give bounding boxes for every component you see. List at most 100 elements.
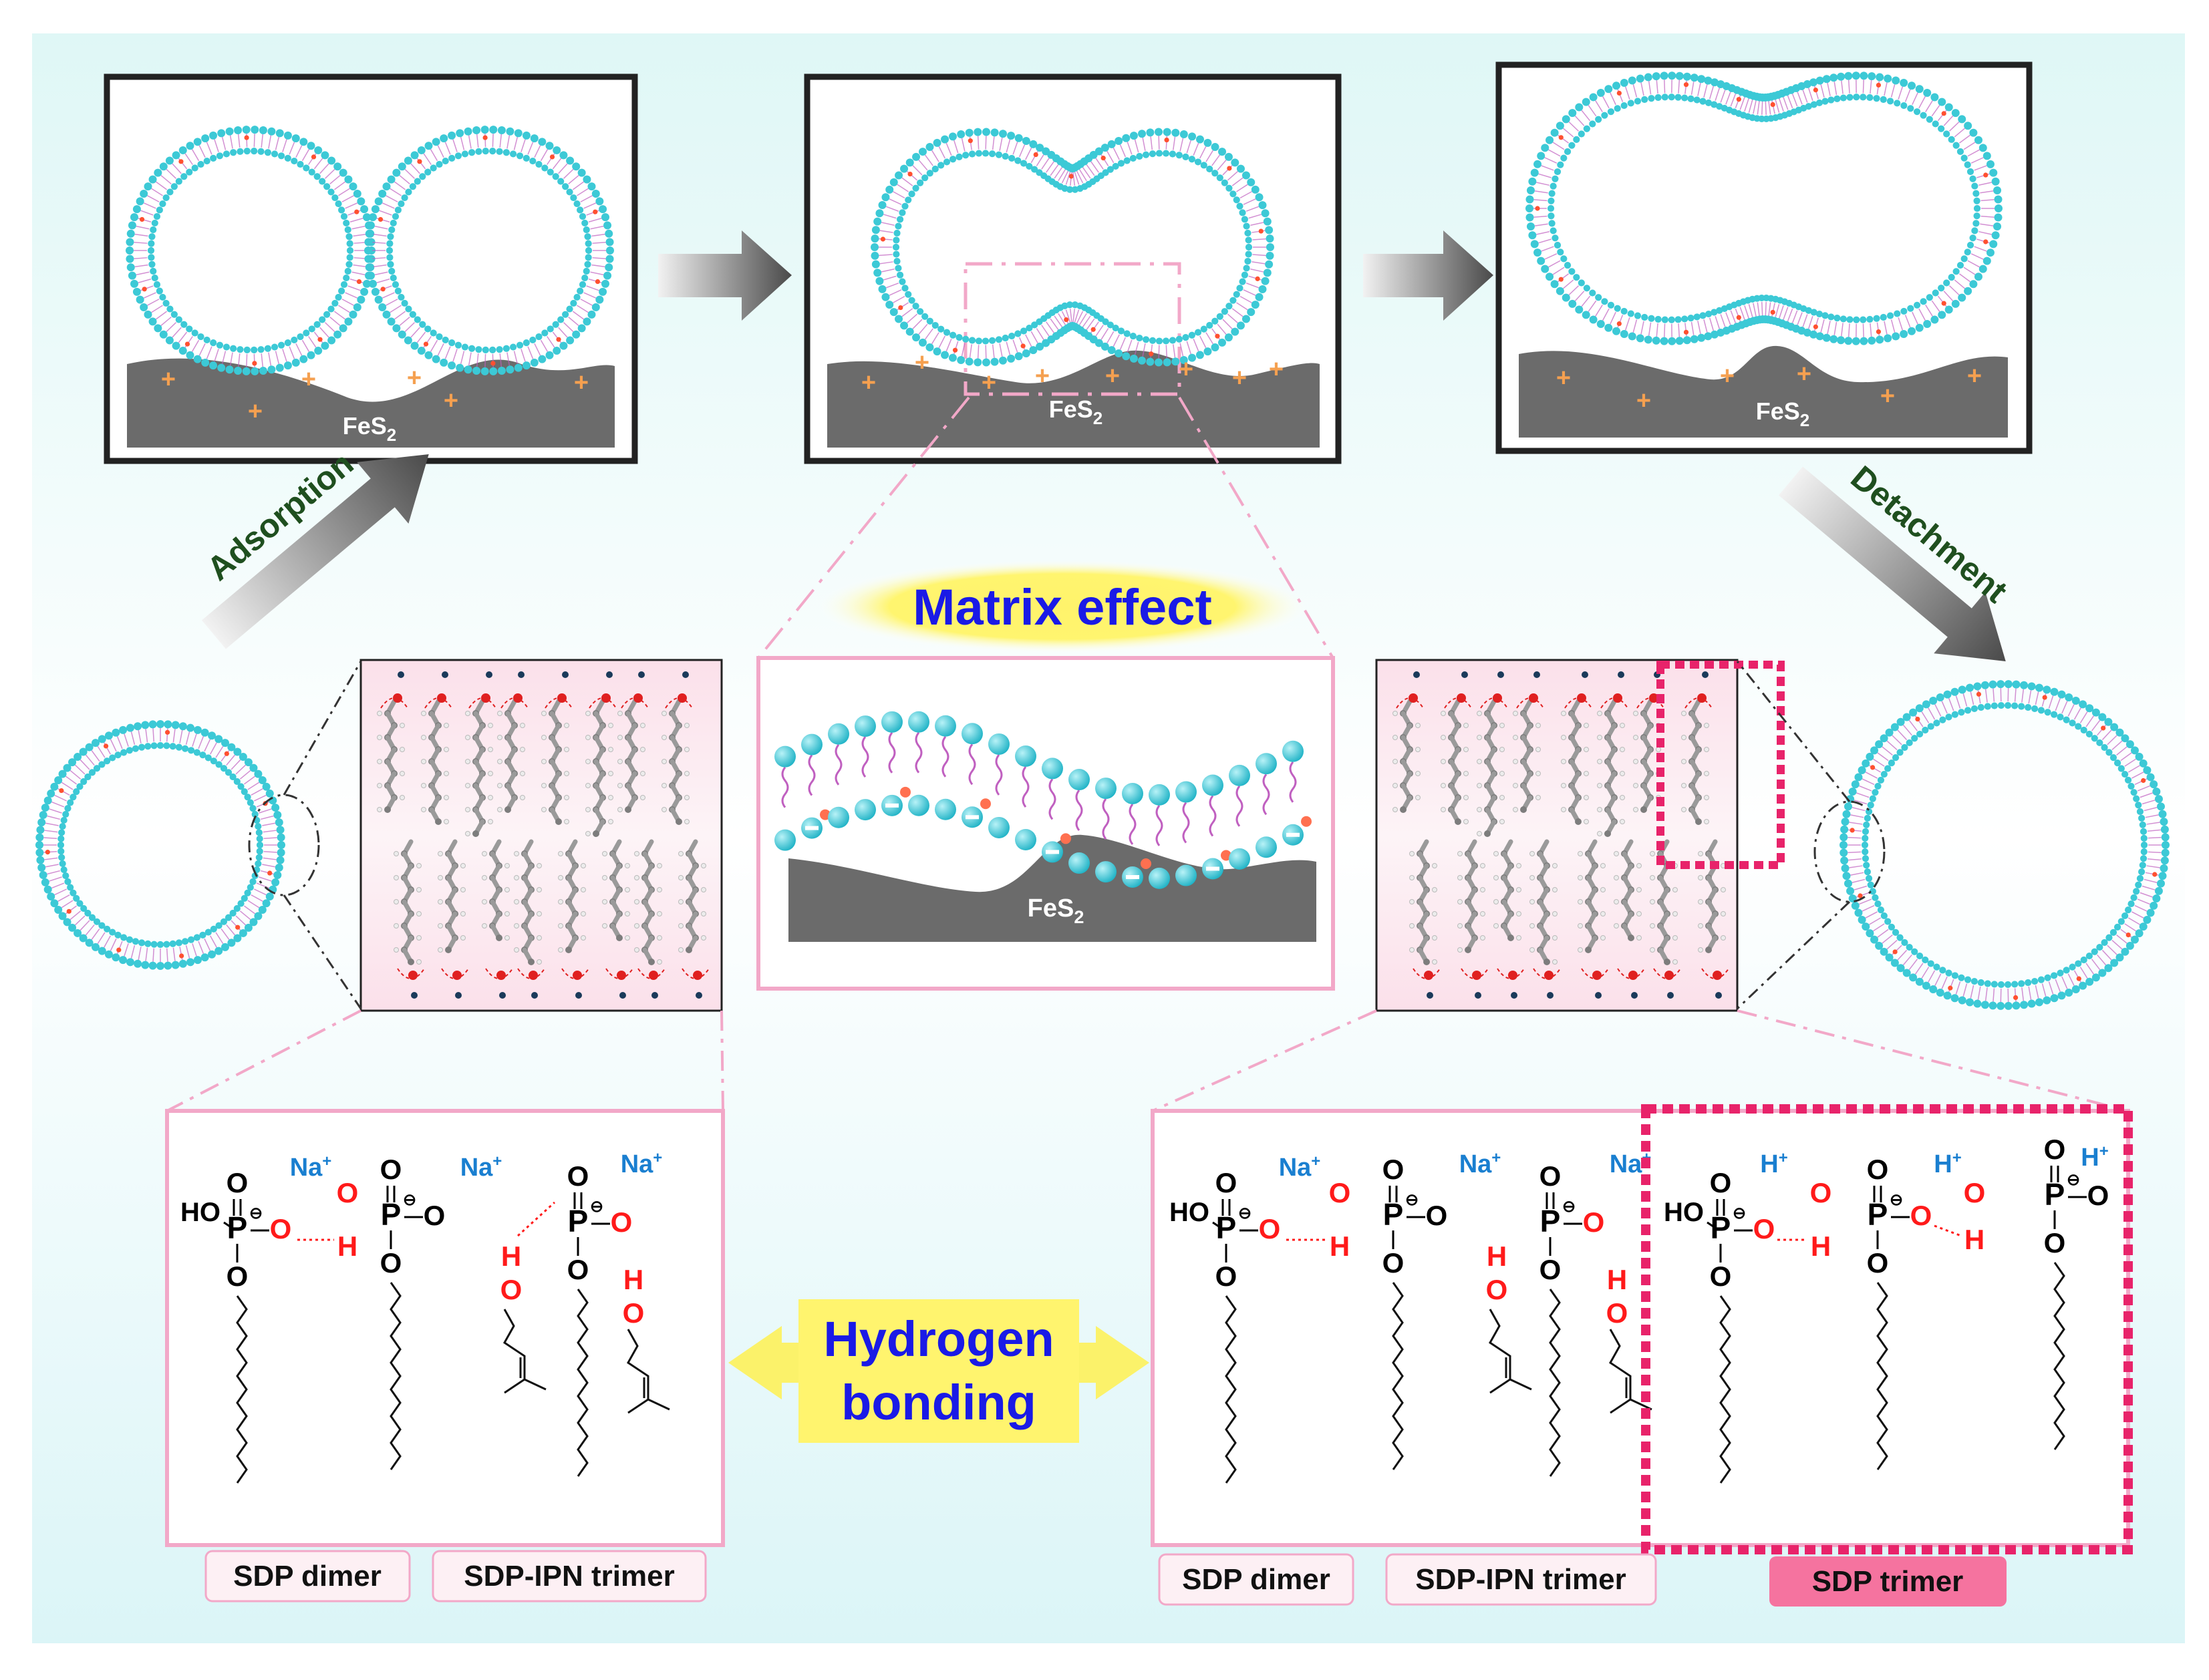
lipid-head-inner [303,164,309,171]
lipid-head-inner [1008,155,1015,162]
hydrogen-atom [1620,820,1625,824]
lipid-head-outer [2085,978,2093,986]
hydrogen-atom [679,948,684,953]
lipid-head-outer [273,871,281,879]
lipid-head-inner [462,150,468,157]
lipid-head-inner [430,329,437,336]
ion-dot [1737,97,1741,102]
lipid-head-inner [2138,815,2145,822]
lipid-head-inner [1156,150,1163,156]
hydrogen-atom [1393,760,1398,764]
hydrogen-atom [1464,723,1469,728]
lipid-head-outer [1171,129,1179,137]
lipid-head-inner [1169,337,1176,343]
hydrogen-atom [1634,711,1638,716]
lipid-head-inner [1984,980,1991,987]
charge: ⊖ [590,1198,603,1216]
lipid-head-outer [1068,769,1090,790]
oxygen: O [1753,1213,1775,1244]
lipid-head-outer [1130,132,1138,140]
lipid-head-inner [1964,707,1971,713]
negative-charge [885,804,899,808]
hydrogen-atom [1553,864,1558,868]
lipid-head-outer [1636,75,1644,83]
lipid-head-outer [1247,308,1255,316]
lipid-head-outer [201,134,209,142]
hydrogen-atom [521,723,525,728]
lipid-head-outer [1964,287,1972,295]
lipid-head-outer [2005,1002,2013,1010]
lipid-head-inner [2031,705,2038,712]
lipid-head-inner [341,281,347,288]
hydrogen-atom [1601,912,1606,916]
hydrogen-atom [662,808,667,812]
lipid-head-outer [321,342,329,350]
lipid-head-inner [1863,822,1870,828]
lipid-head-outer [1266,243,1274,251]
lipid-head-inner [1984,703,1991,709]
lipid-head-inner [1621,308,1628,315]
lipid-head-inner [1245,250,1252,257]
lipid-tail [1664,79,1665,93]
lipid-head-inner [2086,953,2093,959]
hydrogen-atom [400,747,405,752]
lipid-head-inner [271,343,278,350]
hydrogen-atom [394,948,399,953]
hydrogen-atom [1513,735,1518,740]
lipid-head-inner [1244,258,1251,265]
hydrogen-atom [378,711,382,716]
lipid-head-inner [182,745,188,752]
lipid-head-outer [327,337,335,345]
lipid-head-inner [1124,330,1131,337]
lipid-head-outer [365,263,374,271]
ion-dot [898,305,903,310]
ion-dot [1948,986,1952,991]
lipid-head-inner [482,347,489,353]
hydrogen-atom [1584,820,1589,824]
lipid-head-outer [1528,178,1536,186]
lipid-head-inner [244,347,251,353]
sodium-ion [638,671,645,678]
lipid-head-outer [1852,780,1860,788]
lipid-head-outer [2072,985,2080,993]
hydrogen-atom [422,760,426,764]
lipid-head-outer [1997,680,2005,688]
hydrogen-atom [1578,876,1583,880]
lipid-head-outer [50,899,58,907]
lipid-head-inner [1149,868,1170,889]
hydrogen-atom [1416,747,1421,752]
hydrogen-atom [1477,784,1482,788]
lipid-head-outer [2162,849,2170,857]
hydrogen-atom [444,723,449,728]
oxygen: O [424,1200,446,1231]
lipid-head-inner [901,285,908,291]
hydrogen: H [1607,1264,1627,1295]
lipid-head-outer [531,134,539,142]
lipid-head-outer [1525,214,1533,222]
lipid-head-inner [61,866,67,873]
lipid-head-outer [314,146,322,154]
lipid-head-outer [603,221,611,229]
lipid-head-outer [1923,320,1931,328]
lipid-head-inner [899,279,905,285]
lipid-head-inner [547,168,554,175]
lipid-head-inner [1550,182,1557,189]
lipid-head-outer [559,342,567,350]
lipid-head-outer [388,176,396,184]
lipid-head-outer [1944,991,1952,999]
lipid-head-outer [583,317,591,325]
oxygen: O [1710,1261,1732,1292]
lipid-head-inner [573,294,580,301]
lipid-head-inner [1206,322,1213,329]
lipid-head-outer [1860,337,1868,345]
lipid-head-inner [1860,317,1866,323]
atom [686,947,692,953]
svg-text:SDP dimer: SDP dimer [1182,1563,1330,1596]
lipid-head-inner [1894,100,1900,106]
atom [445,947,452,953]
hydrogen-atom [559,876,563,880]
lipid-head-outer [1989,1001,1997,1009]
lipid-head-outer [1218,148,1226,156]
lipid-head-outer [1852,337,1860,345]
lipid-head-inner [955,334,962,341]
